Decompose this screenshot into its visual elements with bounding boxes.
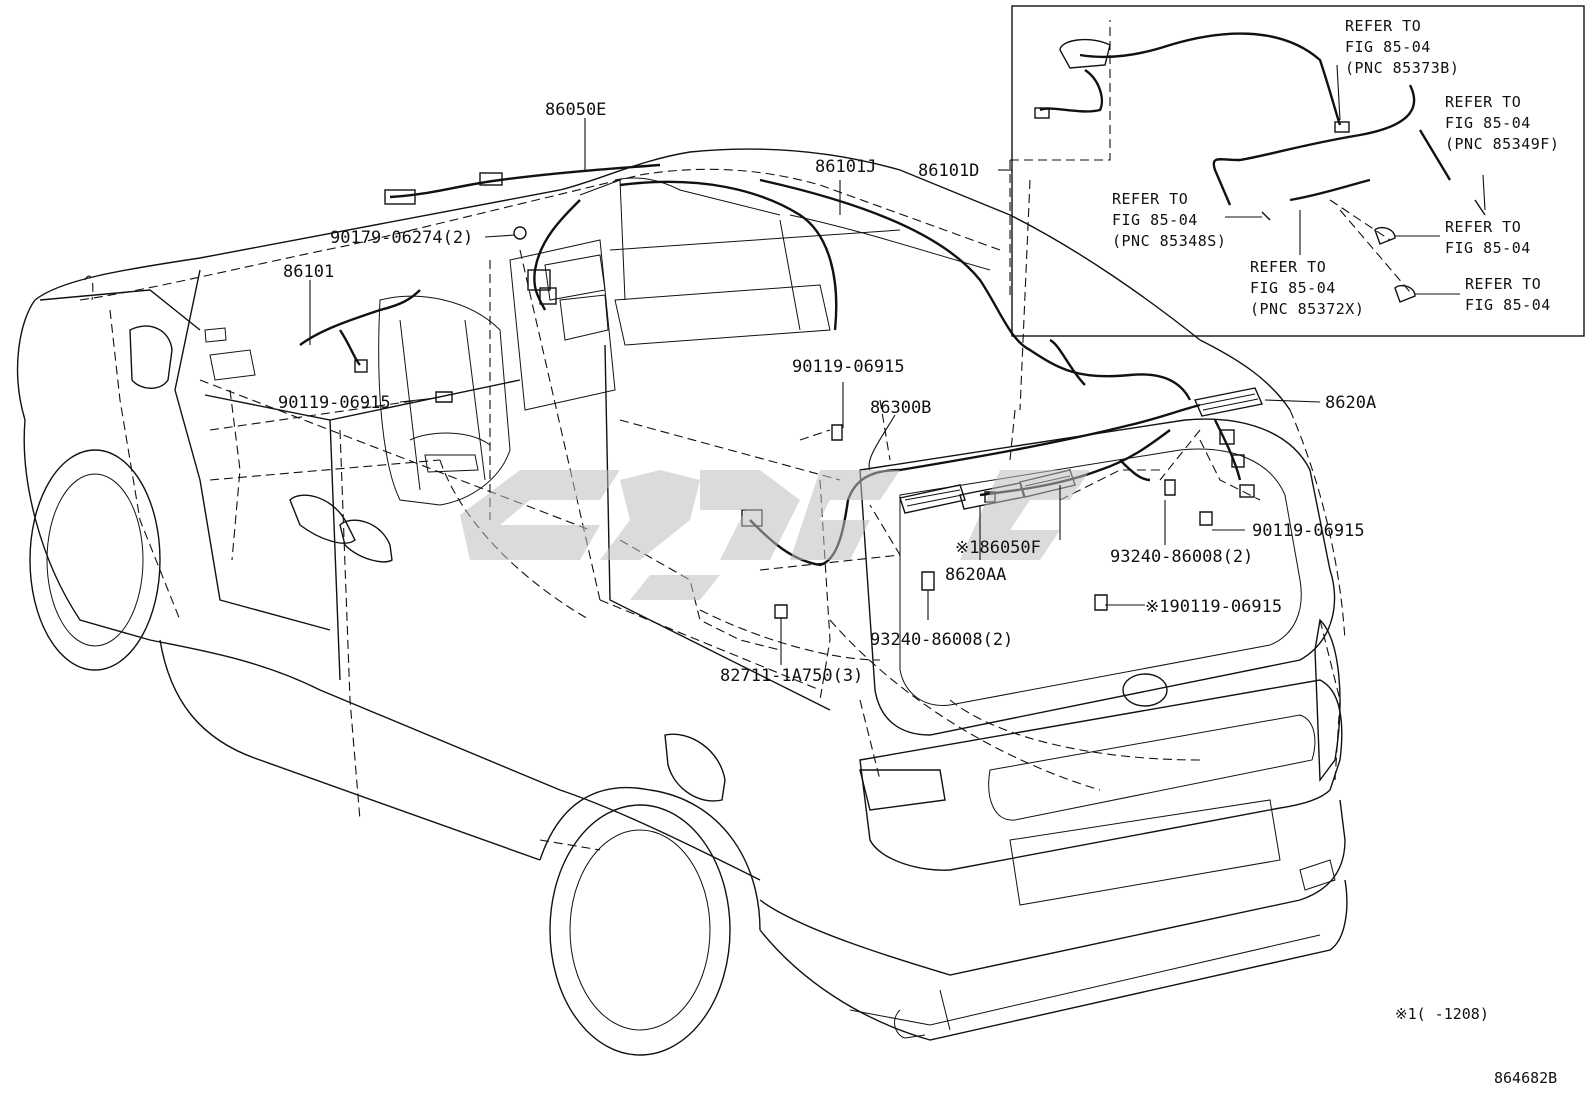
label-90119-06915-front: 90119-06915 <box>278 393 391 413</box>
label-86101J: 86101J <box>815 157 876 177</box>
label-90119-06915-rear: 90119-06915 <box>1252 521 1365 541</box>
label-8620AA: 8620AA <box>945 565 1006 585</box>
inset-frame <box>1011 5 1585 337</box>
label-90119-06915-note: ※190119-06915 <box>1145 597 1282 617</box>
svg-text:REFER TO: REFER TO <box>1445 218 1521 236</box>
svg-text:REFER TO: REFER TO <box>1345 17 1421 35</box>
watermark-logo <box>460 470 1090 600</box>
svg-text:(PNC 85373B): (PNC 85373B) <box>1345 59 1459 77</box>
ref-85349F: REFER TO FIG 85-04 (PNC 85349F) <box>1445 93 1559 153</box>
label-86050F: ※186050F <box>955 538 1041 558</box>
callout-labels: 86050E 86101J 86101D 90179-06274(2) 8610… <box>278 100 1376 686</box>
footnote: ※1( -1208) <box>1395 1005 1489 1023</box>
svg-text:FIG 85-04: FIG 85-04 <box>1445 114 1531 132</box>
label-86050E: 86050E <box>545 100 606 120</box>
svg-text:FIG 85-04: FIG 85-04 <box>1445 239 1531 257</box>
svg-text:REFER TO: REFER TO <box>1250 258 1326 276</box>
vehicle-outline <box>16 148 1348 1056</box>
svg-text:FIG 85-04: FIG 85-04 <box>1465 296 1551 314</box>
label-82711-1A750: 82711-1A750(3) <box>720 666 863 686</box>
ref-fig-85-04-a: REFER TO FIG 85-04 <box>1445 218 1531 257</box>
label-90179-06274: 90179-06274(2) <box>330 228 473 248</box>
ref-85373B: REFER TO FIG 85-04 (PNC 85373B) <box>1345 17 1459 77</box>
label-93240-86008-left: 93240-86008(2) <box>870 630 1013 650</box>
leader-lines <box>309 118 1321 665</box>
label-86300B: 86300B <box>870 398 931 418</box>
label-86101D: 86101D <box>918 161 979 181</box>
svg-text:(PNC 85348S): (PNC 85348S) <box>1112 232 1226 250</box>
svg-text:FIG 85-04: FIG 85-04 <box>1250 279 1336 297</box>
svg-text:REFER TO: REFER TO <box>1445 93 1521 111</box>
svg-text:(PNC 85372X): (PNC 85372X) <box>1250 300 1364 318</box>
label-8620A: 8620A <box>1325 393 1376 413</box>
svg-text:(PNC 85349F): (PNC 85349F) <box>1445 135 1559 153</box>
inset-references: REFER TO FIG 85-04 (PNC 85373B) REFER TO… <box>1112 17 1559 318</box>
hidden-lines <box>79 20 1346 851</box>
svg-text:REFER TO: REFER TO <box>1112 190 1188 208</box>
label-86101: 86101 <box>283 262 334 282</box>
label-90119-06915-roof: 90119-06915 <box>792 357 905 377</box>
label-93240-86008-right: 93240-86008(2) <box>1110 547 1253 567</box>
ref-fig-85-04-b: REFER TO FIG 85-04 <box>1465 275 1551 314</box>
ref-85372X: REFER TO FIG 85-04 (PNC 85372X) <box>1250 258 1364 318</box>
ref-85348S: REFER TO FIG 85-04 (PNC 85348S) <box>1112 190 1226 250</box>
svg-text:REFER TO: REFER TO <box>1465 275 1541 293</box>
svg-text:FIG 85-04: FIG 85-04 <box>1112 211 1198 229</box>
inset-detail <box>1011 5 1585 337</box>
diagram-id: 864682B <box>1494 1069 1557 1087</box>
svg-text:FIG 85-04: FIG 85-04 <box>1345 38 1431 56</box>
